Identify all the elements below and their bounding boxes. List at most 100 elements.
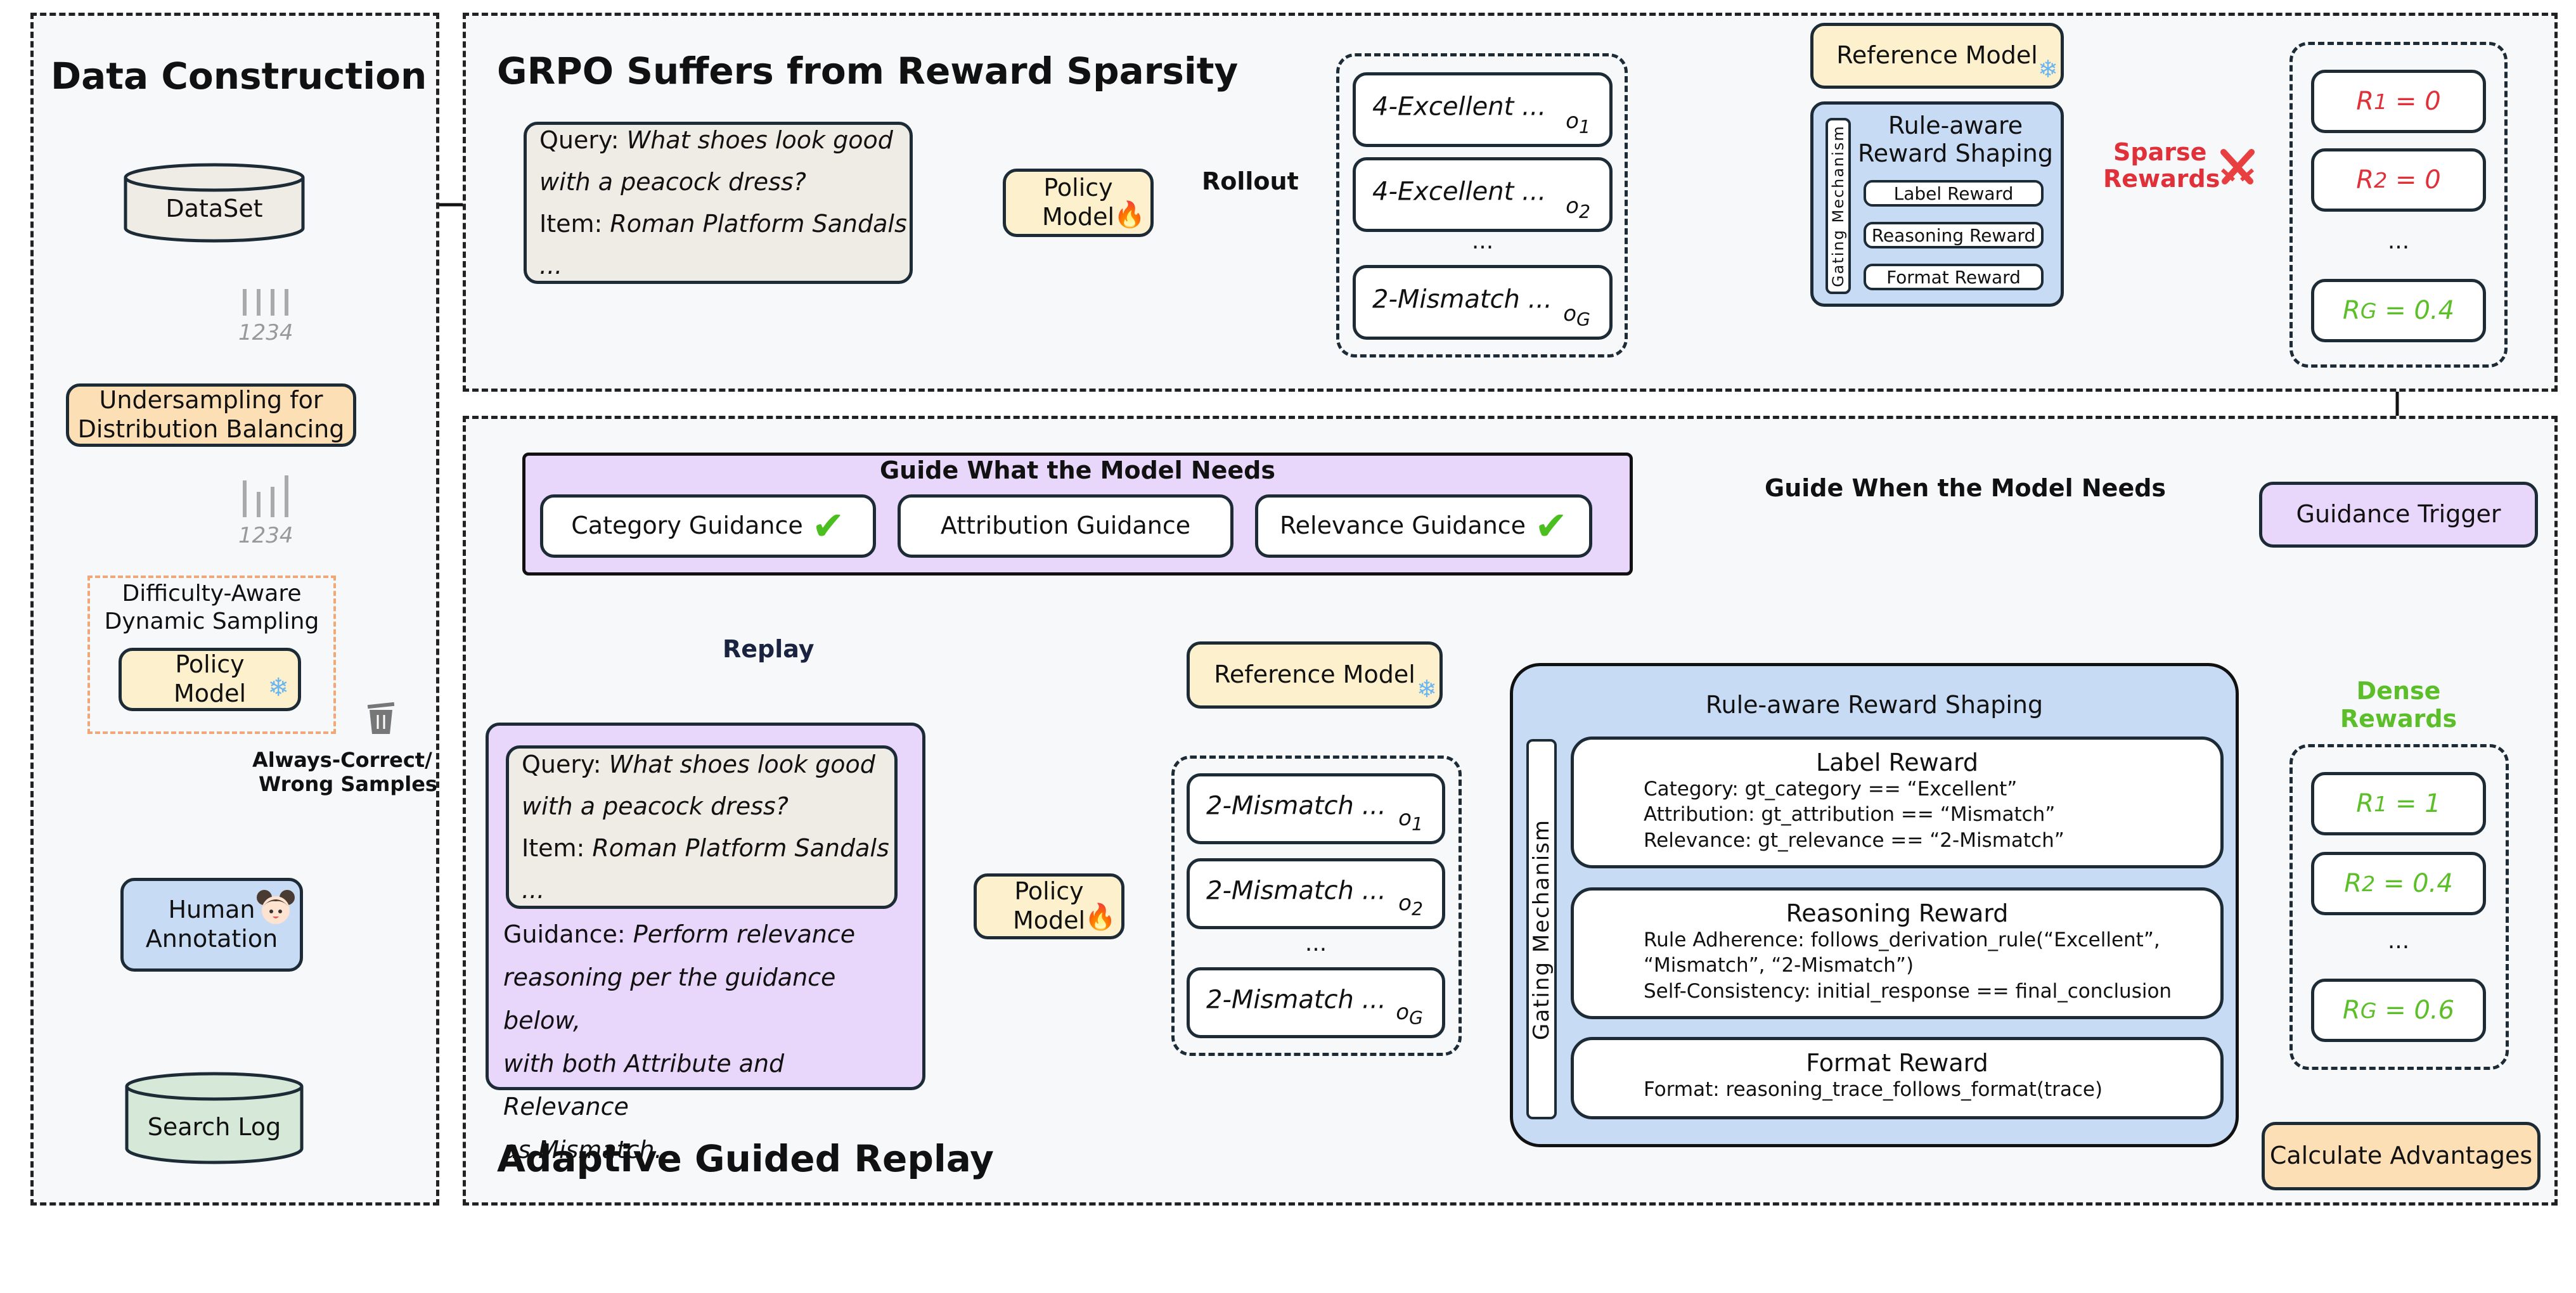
sparse-rewards-line1: Sparse bbox=[2113, 138, 2207, 166]
attribution-guidance-label: Attribution Guidance bbox=[940, 511, 1191, 540]
reasoning-reward-card: Reasoning Reward Rule Adherence: follows… bbox=[1571, 887, 2224, 1019]
output-text: 2-Mismatch ... bbox=[1206, 876, 1386, 906]
guidance-line2: reasoning per the guidance below, bbox=[503, 963, 836, 1034]
output-index: oG bbox=[1563, 301, 1590, 330]
format-reward-chip: Format Reward bbox=[1864, 264, 2044, 290]
sparse-rewards-ellipsis: ... bbox=[2387, 228, 2410, 254]
rollout-outputs-group bbox=[1336, 53, 1628, 357]
undersampling-box: Undersampling for Distribution Balancing bbox=[66, 383, 356, 447]
replay-output-g[interactable]: 2-Mismatch ... oG bbox=[1187, 967, 1445, 1038]
replay-outputs-group bbox=[1171, 756, 1462, 1056]
search-log-cylinder: Search Log bbox=[124, 1071, 304, 1166]
policy-model-line2: Model bbox=[1012, 906, 1086, 934]
item-prefix: Item: bbox=[522, 834, 585, 862]
checkmark-icon: ✔ bbox=[1535, 502, 1568, 549]
output-text: 4-Excellent ... bbox=[1372, 177, 1547, 207]
histogram-balanced-icon bbox=[241, 285, 298, 317]
replay-output-2[interactable]: 2-Mismatch ... o2 bbox=[1187, 858, 1445, 929]
panel-title-data-construction: Data Construction bbox=[51, 55, 427, 98]
policy-model-trainable-box: Policy Model 🔥 bbox=[1003, 169, 1154, 237]
outputs-ellipsis: ... bbox=[1471, 228, 1494, 254]
calculate-advantages-box: Calculate Advantages bbox=[2262, 1122, 2541, 1190]
query-text-line1: What shoes look good bbox=[626, 126, 893, 154]
output-text: 2-Mismatch ... bbox=[1206, 985, 1386, 1015]
format-reward-title: Format Reward bbox=[1806, 1049, 1988, 1077]
replay-outputs-ellipsis: ... bbox=[1304, 930, 1327, 956]
output-index: o1 bbox=[1398, 806, 1423, 835]
replay-policy-model-box: Policy Model 🔥 bbox=[974, 873, 1124, 939]
dense-rewards-ellipsis: ... bbox=[2387, 928, 2410, 954]
reference-model-box: Reference Model ❄ bbox=[1810, 23, 2064, 89]
reference-model-label: Reference Model bbox=[1836, 41, 2038, 70]
item-text: Roman Platform Sandals ... bbox=[522, 834, 889, 904]
guidance-line3: with both Attribute and Relevance bbox=[503, 1050, 785, 1121]
rollout-label: Rollout bbox=[1202, 167, 1299, 195]
dense-rewards-line2: Rewards bbox=[2340, 705, 2457, 733]
policy-model-line1: Policy bbox=[1014, 877, 1084, 906]
guidance-trigger-label: Guidance Trigger bbox=[2296, 500, 2501, 529]
dynamic-sampling-group bbox=[87, 576, 336, 734]
attribution-guidance-option[interactable]: Attribution Guidance bbox=[898, 494, 1233, 558]
discard-label-line1: Always-Correct/ bbox=[252, 748, 432, 772]
label-reward-title: Label Reward bbox=[1815, 749, 1979, 776]
rollout-output-g[interactable]: 2-Mismatch ... oG bbox=[1353, 265, 1613, 340]
query-prefix: Query: bbox=[522, 750, 602, 778]
sparse-rewards-group bbox=[2289, 42, 2508, 368]
query-text-line2: with a peacock dress? bbox=[539, 168, 806, 196]
query-item-box: Query: What shoes look good with a peaco… bbox=[524, 122, 913, 284]
dense-rewards-line1: Dense bbox=[2356, 677, 2441, 705]
relevance-guidance-option[interactable]: Relevance Guidance ✔ bbox=[1255, 494, 1592, 558]
fire-icon: 🔥 bbox=[1085, 903, 1116, 932]
policy-model-line1: Policy bbox=[175, 650, 245, 679]
rollout-output-2[interactable]: 4-Excellent ... o2 bbox=[1353, 157, 1613, 232]
discard-label-line2: Wrong Samples bbox=[259, 772, 437, 796]
format-reward-card: Format Reward Format: reasoning_trace_fo… bbox=[1571, 1037, 2224, 1119]
output-text: 2-Mismatch ... bbox=[1206, 791, 1386, 821]
reasoning-reward-line: “Mismatch”, “2-Mismatch”) bbox=[1644, 954, 1914, 977]
category-guidance-option[interactable]: Category Guidance ✔ bbox=[540, 494, 876, 558]
replay-output-1[interactable]: 2-Mismatch ... o1 bbox=[1187, 773, 1445, 844]
calculate-advantages-label: Calculate Advantages bbox=[2269, 1142, 2533, 1170]
dataset-cylinder: DataSet bbox=[122, 162, 306, 244]
output-index: o2 bbox=[1398, 891, 1423, 920]
reasoning-reward-line: Rule Adherence: follows_derivation_rule(… bbox=[1644, 929, 2160, 951]
output-text: 4-Excellent ... bbox=[1372, 92, 1547, 122]
reward-shaping-title-line2: Reward Shaping bbox=[1858, 139, 2053, 167]
human-annotation-box: Human Annotation bbox=[120, 878, 303, 972]
policy-model-frozen-box: Policy Model ❄ bbox=[119, 648, 301, 711]
database-icon bbox=[125, 1072, 304, 1164]
replay-reference-model-box: Reference Model ❄ bbox=[1187, 641, 1443, 709]
dynamic-sampling-line1: Difficulty-Aware bbox=[122, 581, 302, 607]
histogram-imbalanced-icon bbox=[241, 475, 298, 520]
snowflake-icon: ❄ bbox=[267, 673, 289, 702]
output-index: o1 bbox=[1566, 108, 1590, 138]
panel-title-grpo: GRPO Suffers from Reward Sparsity bbox=[497, 49, 1239, 93]
item-prefix: Item: bbox=[539, 210, 603, 238]
crossed-swords-icon bbox=[2219, 148, 2257, 189]
fire-icon: 🔥 bbox=[1114, 200, 1145, 229]
guidance-trigger-box: Guidance Trigger bbox=[2259, 482, 2538, 548]
sparse-rewards-line2: Rewards bbox=[2103, 165, 2220, 193]
query-prefix: Query: bbox=[539, 126, 619, 154]
human-annotation-line2: Annotation bbox=[145, 925, 278, 953]
reward-shaping-title-line1: Rule-aware bbox=[1888, 112, 2023, 139]
guidance-prefix: Guidance: bbox=[503, 920, 626, 948]
guide-what-title: Guide What the Model Needs bbox=[879, 456, 1275, 484]
policy-model-line1: Policy bbox=[1043, 174, 1113, 202]
label-reward-line: Relevance: gt_relevance == “2-Mismatch” bbox=[1644, 828, 2064, 852]
label-reward-line: Category: gt_category == “Excellent” bbox=[1644, 778, 2018, 801]
human-annotation-line1: Human bbox=[168, 896, 255, 924]
snowflake-icon: ❄ bbox=[1417, 675, 1437, 704]
format-reward-line: Format: reasoning_trace_follows_format(t… bbox=[1644, 1078, 2103, 1101]
rollout-output-1[interactable]: 4-Excellent ... o1 bbox=[1353, 72, 1613, 147]
reference-model-label: Reference Model bbox=[1214, 660, 1415, 689]
output-index: oG bbox=[1396, 1000, 1423, 1029]
guidance-text: Guidance: Perform relevance reasoning pe… bbox=[503, 913, 915, 1171]
database-icon bbox=[124, 163, 305, 243]
dense-rewards-group bbox=[2289, 744, 2509, 1070]
undersampling-line1: Undersampling for bbox=[99, 386, 323, 415]
